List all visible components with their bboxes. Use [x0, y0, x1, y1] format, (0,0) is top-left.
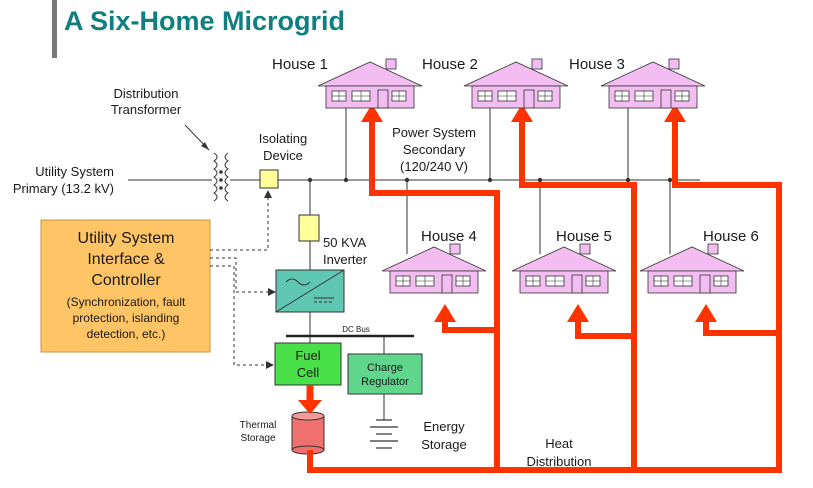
dc-bus-label: DC Bus	[342, 325, 370, 334]
svg-text:Controller: Controller	[91, 272, 161, 289]
controller-detail: (Synchronization, fault protection, isla…	[67, 295, 186, 341]
fuel-cell-heat-arrowhead	[298, 400, 322, 414]
svg-text:detection, etc.): detection, etc.)	[87, 327, 166, 341]
svg-text:Inverter: Inverter	[323, 252, 368, 267]
house-6-label: House 6	[703, 228, 759, 245]
svg-text:Storage: Storage	[421, 437, 467, 452]
svg-text:Primary (13.2 kV): Primary (13.2 kV)	[13, 181, 114, 196]
house-3-label: House 3	[569, 56, 625, 73]
svg-text:Charge: Charge	[367, 362, 403, 374]
page-title: A Six-Home Microgrid	[64, 6, 345, 36]
power-secondary-label: Power System Secondary (120/240 V)	[392, 125, 476, 174]
controller-title: Utility System Interface & Controller	[78, 230, 175, 289]
charge-regulator-box	[347, 353, 423, 395]
svg-text:Interface &: Interface &	[87, 251, 165, 268]
isolating-device	[259, 169, 279, 189]
fuel-cell-label: Fuel Cell	[295, 348, 320, 380]
svg-text:Thermal: Thermal	[240, 420, 277, 431]
house-5-icon	[511, 243, 617, 294]
svg-text:Storage: Storage	[240, 433, 275, 444]
inverter-icon	[275, 269, 345, 313]
transformer-pointer-head	[201, 142, 209, 150]
svg-text:Energy: Energy	[423, 419, 465, 434]
house-2-icon	[463, 58, 569, 109]
svg-text:Utility System: Utility System	[78, 230, 175, 247]
controller-box	[40, 219, 211, 353]
control-signal-arrowheads	[264, 190, 276, 369]
house-4-icon	[381, 243, 487, 294]
svg-text:Transformer: Transformer	[111, 102, 182, 117]
svg-text:50 KVA: 50 KVA	[323, 235, 366, 250]
house-4-label: House 4	[421, 228, 477, 245]
battery-icon	[370, 419, 398, 449]
inverter-label: 50 KVA Inverter	[323, 235, 368, 267]
svg-text:Distribution: Distribution	[526, 454, 591, 469]
inverter-breaker	[298, 214, 320, 242]
thermal-storage-tank	[291, 411, 325, 455]
house-1-icon	[317, 58, 423, 109]
house-6-icon	[639, 243, 745, 294]
svg-text:Heat: Heat	[545, 436, 573, 451]
svg-text:protection, islanding: protection, islanding	[73, 311, 180, 325]
svg-text:Utility System: Utility System	[35, 164, 114, 179]
heat-arrowheads	[361, 104, 717, 322]
svg-text:Distribution: Distribution	[113, 86, 178, 101]
control-signal-lines	[210, 196, 270, 366]
svg-text:Isolating: Isolating	[259, 131, 307, 146]
house-1-label: House 1	[272, 56, 328, 73]
svg-text:Fuel: Fuel	[295, 348, 320, 363]
house-5-label: House 5	[556, 228, 612, 245]
charge-regulator-label: Charge Regulator	[361, 362, 409, 388]
svg-text:(120/240 V): (120/240 V)	[400, 159, 468, 174]
svg-text:Cell: Cell	[297, 365, 320, 380]
thermal-storage-label: Thermal Storage	[240, 420, 277, 444]
isolating-device-label: Isolating Device	[259, 131, 307, 163]
heat-distribution-pipes	[307, 118, 782, 473]
svg-text:Secondary: Secondary	[403, 142, 466, 157]
svg-text:(Synchronization, fault: (Synchronization, fault	[67, 295, 186, 309]
distribution-transformer	[213, 152, 229, 202]
energy-storage-label: Energy Storage	[421, 419, 467, 452]
title-accent-bar	[52, 0, 57, 58]
svg-text:Device: Device	[263, 148, 303, 163]
heat-distribution-label: Heat Distribution	[526, 436, 591, 469]
svg-text:Regulator: Regulator	[361, 376, 409, 388]
distribution-transformer-label: Distribution Transformer	[111, 86, 182, 117]
house-2-label: House 2	[422, 56, 478, 73]
utility-primary-label: Utility System Primary (13.2 kV)	[13, 164, 114, 196]
svg-text:Power System: Power System	[392, 125, 476, 140]
